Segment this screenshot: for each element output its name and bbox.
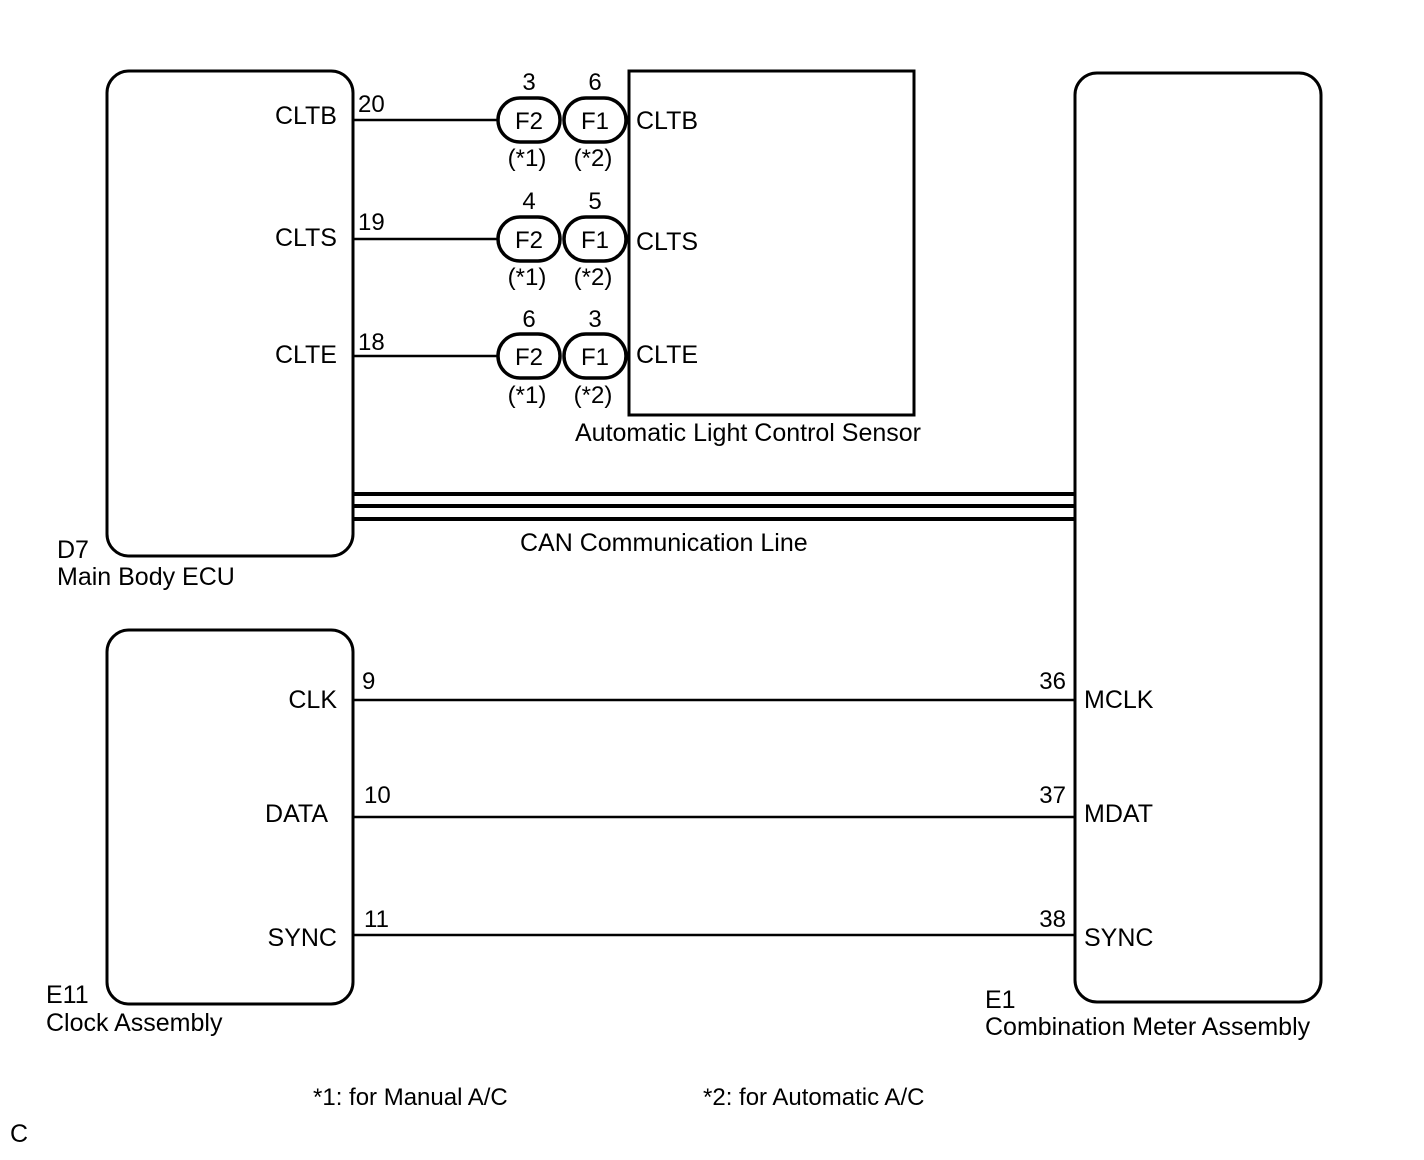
ecu-pin-label-cltb: CLTB (275, 102, 337, 130)
meter-pin-label-sync: SYNC (1084, 924, 1153, 952)
connector-f2-label: F2 (515, 108, 543, 135)
sensor-pin-label-cltb: CLTB (636, 107, 698, 135)
clock-code: E11 (46, 981, 89, 1009)
meter-pin-number-36: 36 (1039, 668, 1066, 695)
sensor-pin-label-clte: CLTE (636, 341, 698, 369)
connector-f1-label: F1 (581, 108, 609, 135)
f1-note: (*2) (574, 145, 613, 172)
f2-note: (*1) (508, 382, 547, 409)
clock-pin-label-data: DATA (265, 800, 328, 828)
corner-mark: C (10, 1120, 28, 1148)
ecu-name: Main Body ECU (57, 563, 235, 591)
connector-f1-label: F1 (581, 344, 609, 371)
connector-f2-cltb (496, 96, 562, 144)
connector-f2-label: F2 (515, 227, 543, 254)
f2-note: (*1) (508, 264, 547, 291)
connector-f1-cltb (562, 96, 628, 144)
footnote-manual-ac: *1: for Manual A/C (313, 1084, 508, 1111)
f1-pin-number: 5 (588, 188, 601, 215)
connector-f1-clts (562, 215, 628, 263)
f2-pin-number: 6 (522, 306, 535, 333)
f1-pin-number: 3 (588, 306, 601, 333)
connector-f2-clts (496, 215, 562, 263)
ecu-pin-label-clte: CLTE (275, 341, 337, 369)
meter-name: Combination Meter Assembly (985, 1013, 1311, 1041)
light-sensor-name: Automatic Light Control Sensor (575, 419, 921, 447)
meter-pin-number-37: 37 (1039, 782, 1066, 809)
connector-f1-clte (562, 332, 628, 380)
connector-f2-clte (496, 332, 562, 380)
f2-pin-number: 4 (522, 188, 535, 215)
clock-pin-number-9: 9 (362, 668, 375, 695)
f1-note: (*2) (574, 382, 613, 409)
f2-pin-number: 3 (522, 69, 535, 96)
ecu-pin-number-18: 18 (358, 329, 385, 356)
meter-pin-label-mdat: MDAT (1084, 800, 1153, 828)
combination-meter-box (1073, 71, 1323, 1004)
meter-pin-label-mclk: MCLK (1084, 686, 1154, 714)
sensor-pin-label-clts: CLTS (636, 228, 698, 256)
f1-note: (*2) (574, 264, 613, 291)
ecu-pin-number-20: 20 (358, 91, 385, 118)
ecu-pin-label-clts: CLTS (275, 224, 337, 252)
ecu-pin-number-19: 19 (358, 209, 385, 236)
f2-note: (*1) (508, 145, 547, 172)
f1-pin-number: 6 (588, 69, 601, 96)
clock-pin-number-11: 11 (364, 906, 389, 933)
can-line-label: CAN Communication Line (520, 529, 808, 557)
ecu-code: D7 (57, 536, 89, 564)
connector-f2-label: F2 (515, 344, 543, 371)
meter-code: E1 (985, 986, 1016, 1014)
connector-f1-label: F1 (581, 227, 609, 254)
clock-pin-label-sync: SYNC (268, 924, 337, 952)
main-body-ecu-box (105, 69, 355, 558)
meter-pin-number-38: 38 (1039, 906, 1066, 933)
light-sensor-box (627, 69, 916, 417)
clock-name: Clock Assembly (46, 1009, 223, 1037)
clock-pin-number-10: 10 (364, 782, 391, 809)
footnote-automatic-ac: *2: for Automatic A/C (703, 1084, 924, 1111)
clock-pin-label-clk: CLK (288, 686, 337, 714)
